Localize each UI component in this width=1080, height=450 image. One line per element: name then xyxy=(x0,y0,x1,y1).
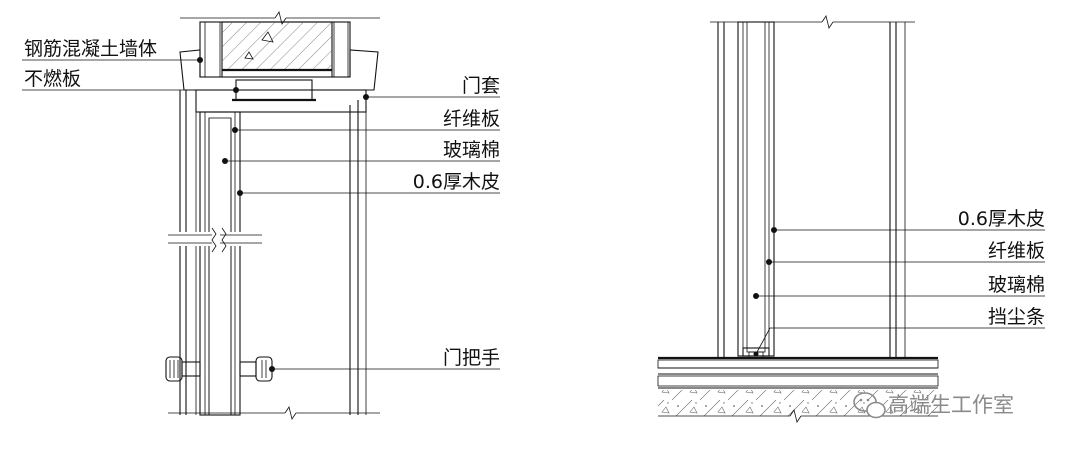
break-line-top-left xyxy=(180,11,380,25)
label-veneer-right: 0.6厚木皮 xyxy=(958,208,1045,230)
label-wall: 钢筋混凝土墙体 xyxy=(24,38,157,60)
label-veneer-left: 0.6厚木皮 xyxy=(413,171,500,193)
label-glass-wool-left: 玻璃棉 xyxy=(443,139,500,161)
door-leaf xyxy=(199,111,241,416)
wechat-icon xyxy=(853,392,886,419)
break-line-bottom-left xyxy=(168,406,380,420)
label-fiber-board-right: 纤维板 xyxy=(988,240,1045,262)
label-nonflammable-board: 不燃板 xyxy=(24,68,81,90)
left-leaders xyxy=(22,57,500,372)
break-line-mid-left xyxy=(168,227,262,253)
door-handle xyxy=(165,356,273,382)
right-detail: 0.6厚木皮 纤维板 玻璃棉 挡尘条 xyxy=(657,15,1045,423)
left-detail: 钢筋混凝土墙体 不燃板 门套 纤维板 玻璃棉 0.6厚木皮 门把手 xyxy=(22,11,500,420)
watermark: 高端生工作室 xyxy=(853,392,1014,419)
floor-slab xyxy=(657,356,939,423)
right-frame xyxy=(717,22,906,358)
label-glass-wool-right: 玻璃棉 xyxy=(988,274,1045,296)
label-door-handle: 门把手 xyxy=(443,347,500,369)
label-dust-strip: 挡尘条 xyxy=(988,306,1045,328)
nonflammable-board xyxy=(179,49,379,91)
concrete-wall xyxy=(199,21,351,78)
label-door-casing: 门套 xyxy=(462,75,500,97)
right-leaders xyxy=(753,227,1045,357)
watermark-text: 高端生工作室 xyxy=(888,393,1014,417)
door-leaf-right xyxy=(737,21,775,359)
left-frame xyxy=(179,90,367,415)
label-fiber-board-left: 纤维板 xyxy=(443,108,500,130)
door-casing xyxy=(195,79,367,113)
